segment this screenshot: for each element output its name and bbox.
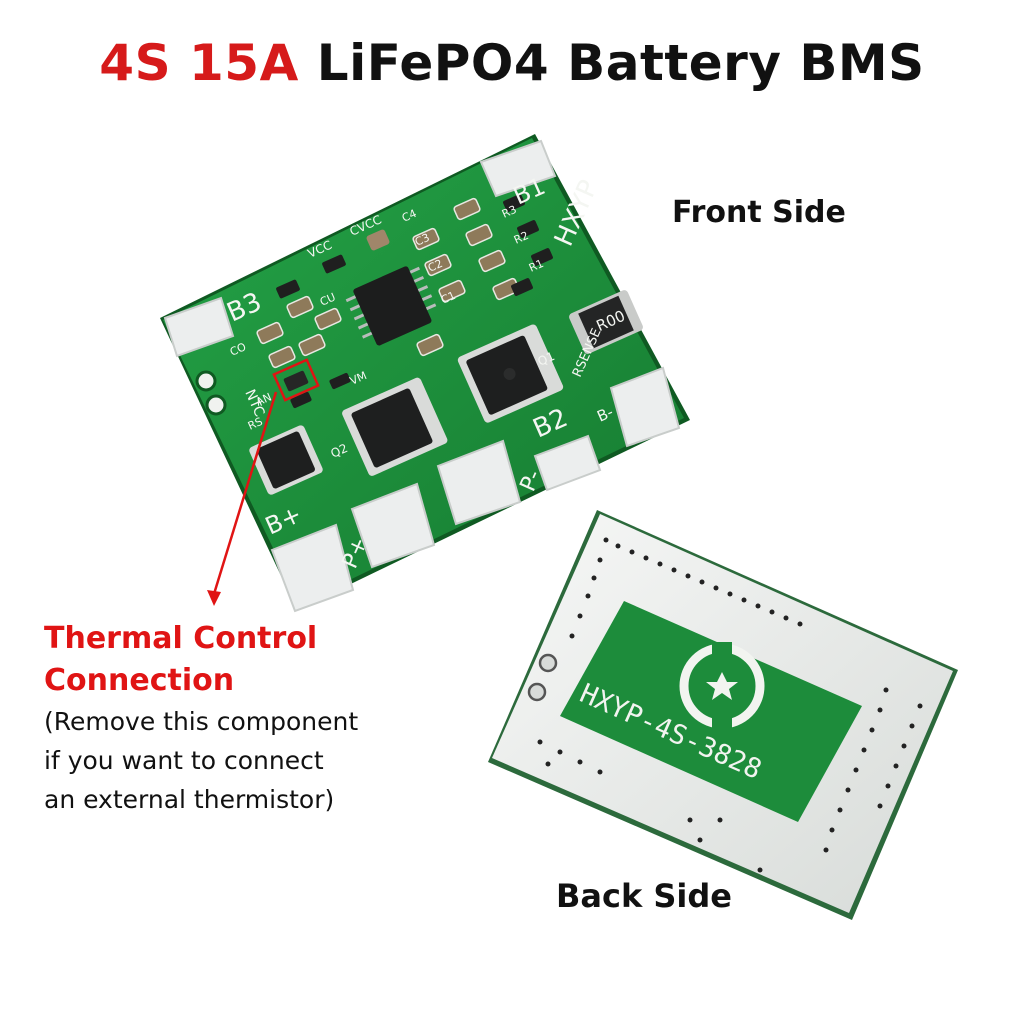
mounting-hole — [205, 394, 227, 416]
back-side-label: Back Side — [556, 877, 732, 915]
silk-c3: C3 — [413, 231, 432, 249]
silk-q2: Q2 — [329, 441, 350, 461]
silk-c2: C2 — [426, 257, 445, 275]
title-highlight: 4S 15A — [99, 34, 299, 92]
callout-heading-line2: Connection — [44, 663, 235, 698]
thermistor-component — [272, 358, 320, 402]
back-mounting-hole — [527, 682, 547, 702]
capacitor-cvcc — [366, 229, 390, 251]
front-side-label: Front Side — [672, 195, 846, 230]
pad-pminus — [436, 439, 522, 526]
silk-r1: R1 — [527, 257, 546, 275]
pad-bplus — [270, 523, 355, 613]
silk-cu: CU — [318, 290, 338, 308]
front-board: R00 — [160, 134, 690, 613]
callout-note: (Remove this component if you want to co… — [44, 707, 359, 814]
sense-resistor — [569, 290, 643, 354]
pad-bminus — [609, 366, 681, 448]
callout-arrow — [207, 391, 278, 606]
silk-r2: R2 — [512, 229, 531, 247]
smd-components — [256, 197, 520, 369]
mounting-hole — [195, 370, 217, 392]
page-title: 4S 15A LiFePO4 Battery BMS — [0, 34, 1024, 92]
control-ic — [345, 266, 437, 346]
back-board: HXYP-4S-3828 — [488, 510, 958, 920]
pad-pplus — [350, 482, 436, 569]
silk-rs: RS — [246, 415, 265, 433]
via-dots — [537, 537, 923, 873]
pad-label-bminus: B- — [594, 403, 616, 426]
pad-b2 — [533, 434, 602, 492]
back-green-label — [560, 601, 862, 822]
mosfet-q2 — [342, 377, 448, 476]
mosfet-q3 — [249, 425, 323, 495]
black-smd-parts — [276, 194, 553, 408]
mosfet-q1 — [457, 324, 564, 423]
title-rest: LiFePO4 Battery BMS — [316, 34, 925, 92]
back-mounting-hole — [538, 653, 558, 673]
silk-q1: Q1 — [536, 349, 557, 369]
silk-co: CO — [228, 340, 249, 359]
silk-an: AN — [254, 390, 274, 408]
pad-b1-top — [479, 139, 557, 198]
thermal-callout: Thermal Control Connection (Remove this … — [44, 618, 374, 819]
silk-r3: R3 — [500, 203, 519, 221]
pad-b3-left — [163, 296, 235, 358]
silk-vm: VM — [348, 369, 369, 388]
callout-heading-line1: Thermal Control — [44, 621, 318, 656]
silk-c1: C1 — [439, 289, 458, 307]
silk-c4: C4 — [400, 207, 419, 225]
brand-logo — [679, 642, 765, 730]
